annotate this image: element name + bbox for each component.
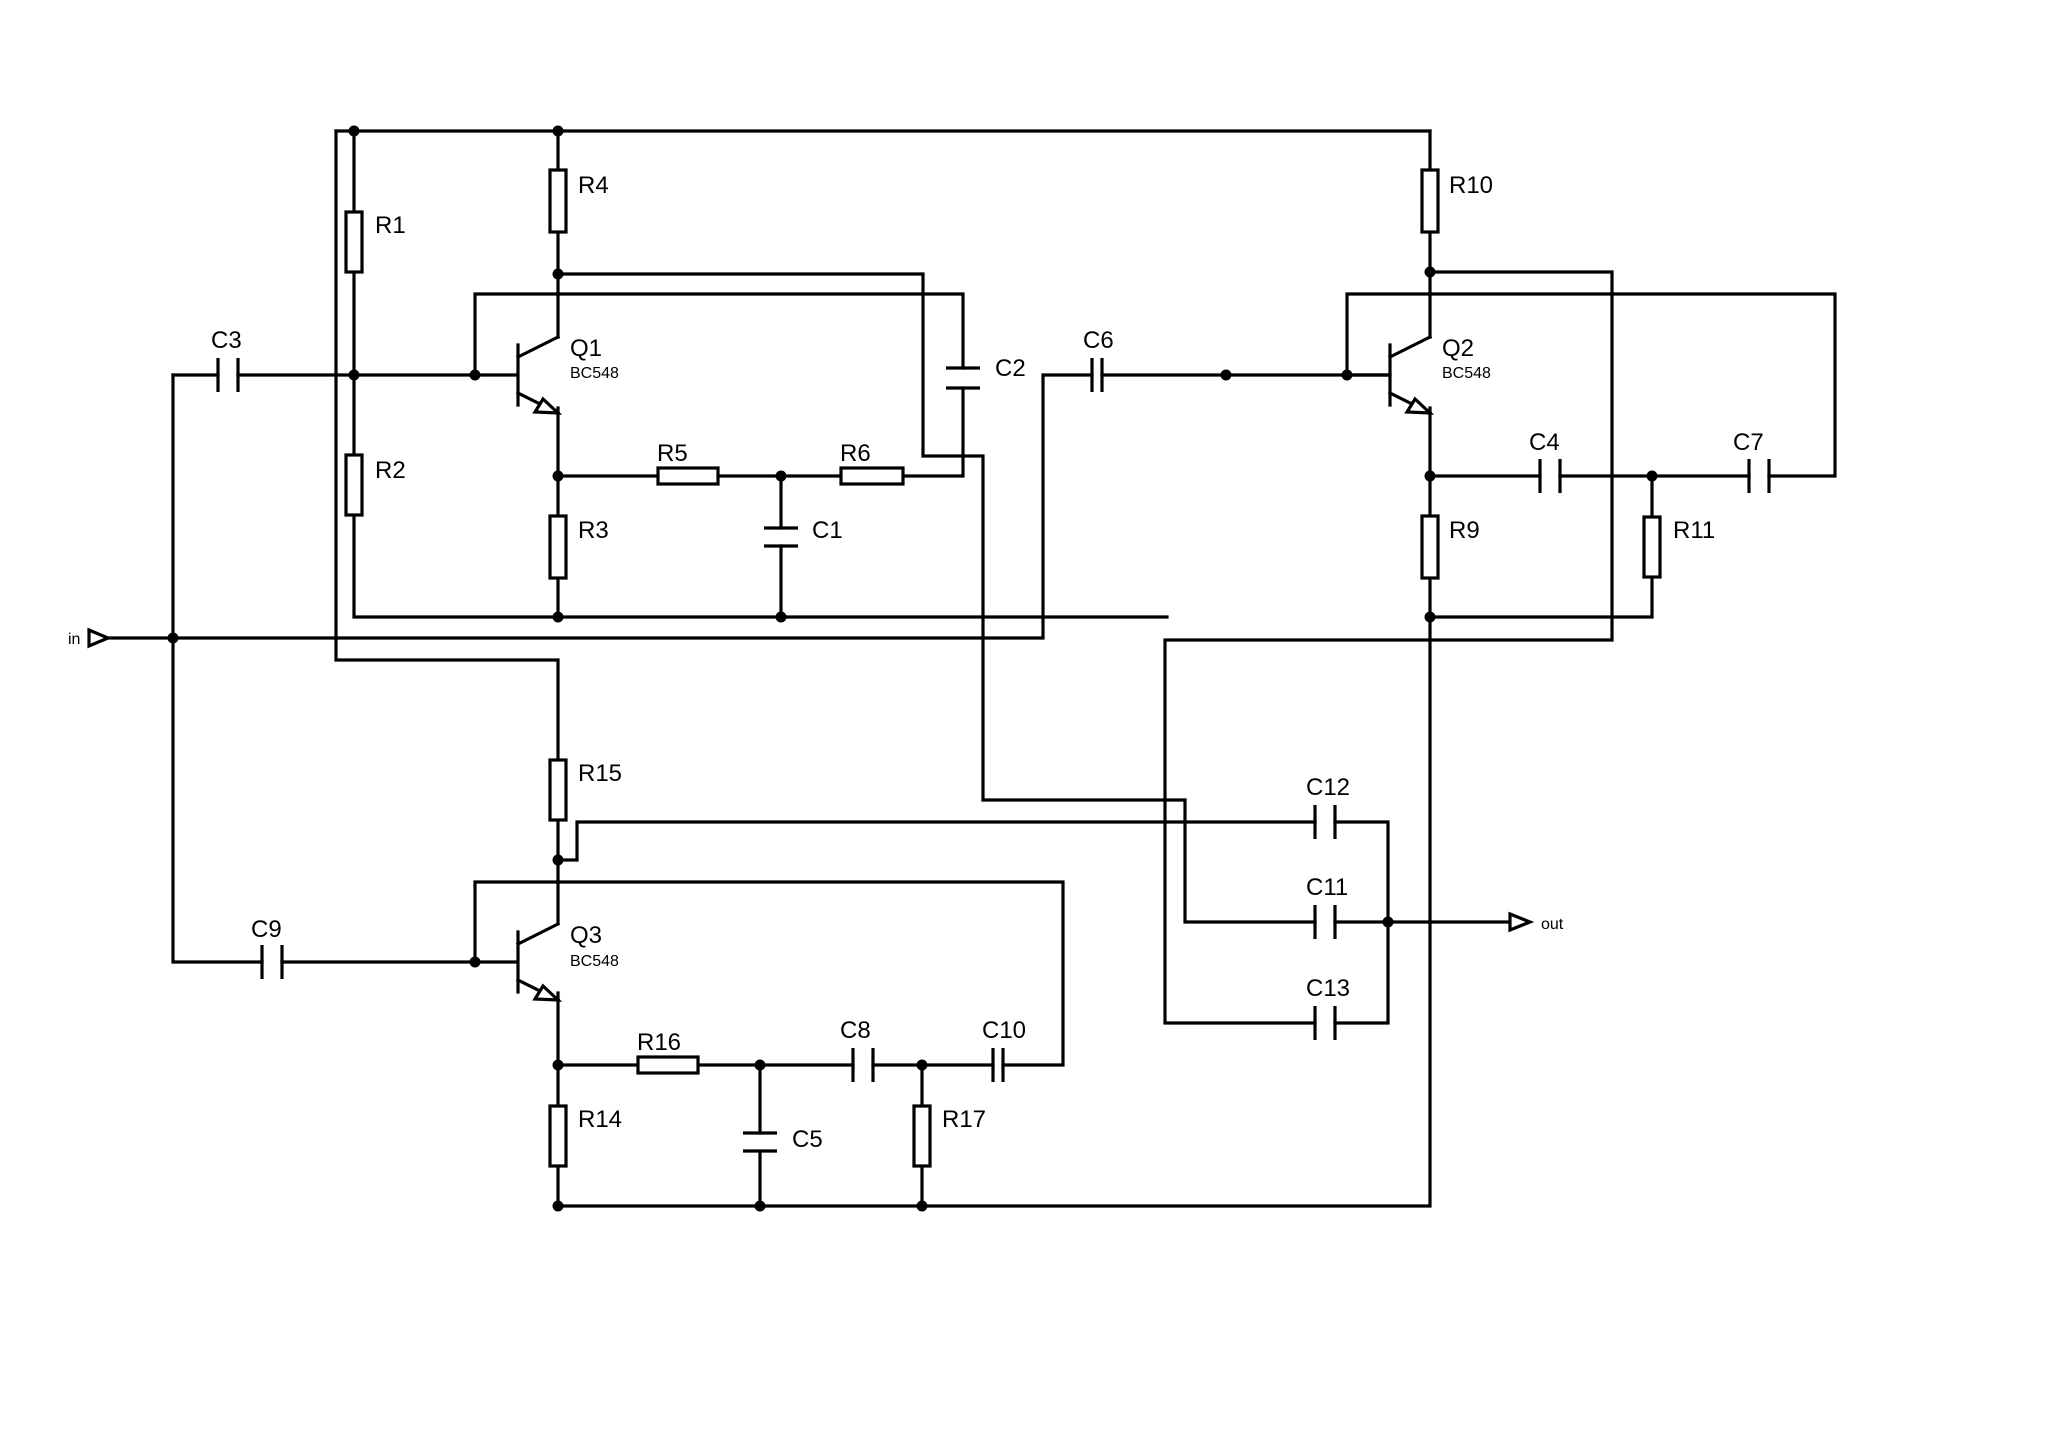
label-r3: R3 — [578, 517, 609, 544]
label-r5: R5 — [657, 440, 688, 467]
label-r17: R17 — [942, 1106, 986, 1133]
junction-dot — [552, 125, 564, 137]
junction-dot — [754, 1200, 766, 1212]
resistor-r16 — [636, 1055, 700, 1075]
resistor-r3 — [548, 514, 568, 580]
component-labels: R1 R2 R4 R3 R5 R6 R10 R9 R11 R15 R14 R16… — [68, 172, 1764, 1153]
resistor-r15 — [548, 758, 568, 822]
junction-dot — [167, 632, 179, 644]
capacitor-c2 — [946, 366, 980, 390]
label-c3: C3 — [211, 327, 242, 354]
label-r10: R10 — [1449, 172, 1493, 199]
transistor-q3 — [473, 921, 563, 1003]
wires — [99, 129, 1837, 1208]
junction-dot — [469, 956, 481, 968]
resistor-r11 — [1642, 515, 1662, 579]
junction-dot — [754, 1059, 766, 1071]
label-c1: C1 — [812, 517, 843, 544]
input-port-arrow — [87, 627, 113, 649]
capacitor-c5 — [743, 1131, 777, 1153]
capacitor-c10 — [991, 1048, 1005, 1082]
ports — [87, 627, 1535, 933]
capacitors — [216, 358, 1771, 1153]
resistor-r6 — [839, 466, 905, 486]
label-q2: Q2 — [1442, 335, 1474, 362]
transistor-q2 — [1345, 334, 1435, 416]
label-r14: R14 — [578, 1106, 622, 1133]
partnumber-q3: BC548 — [570, 953, 619, 970]
label-c2: C2 — [995, 355, 1026, 382]
label-r9: R9 — [1449, 517, 1480, 544]
label-c8: C8 — [840, 1017, 871, 1044]
junction-dot — [552, 1200, 564, 1212]
capacitor-c7 — [1747, 459, 1771, 493]
junction-dot — [552, 854, 564, 866]
transistors — [473, 334, 1435, 1003]
junction-dot — [552, 470, 564, 482]
junction-dot — [1424, 611, 1436, 623]
capacitor-c11 — [1313, 905, 1337, 939]
resistor-r2 — [344, 453, 364, 517]
junction-dot — [469, 369, 481, 381]
junction-dot — [1646, 470, 1658, 482]
junction-dot — [348, 369, 360, 381]
junction-dot — [1220, 369, 1232, 381]
label-c5: C5 — [792, 1126, 823, 1153]
resistor-r9 — [1420, 514, 1440, 580]
label-r15: R15 — [578, 760, 622, 787]
input-port-label: in — [68, 631, 80, 648]
capacitor-c3 — [216, 358, 240, 392]
junction-dot — [775, 611, 787, 623]
resistor-r14 — [548, 1104, 568, 1168]
label-c13: C13 — [1306, 975, 1350, 1002]
resistor-r1 — [344, 210, 364, 274]
junction-dot — [916, 1059, 928, 1071]
label-q3: Q3 — [570, 922, 602, 949]
partnumber-q1: BC548 — [570, 365, 619, 382]
junction-dot — [552, 268, 564, 280]
capacitor-c4 — [1538, 459, 1562, 493]
junction-dot — [775, 470, 787, 482]
label-r16: R16 — [637, 1029, 681, 1056]
junction-dot — [552, 611, 564, 623]
label-c6: C6 — [1083, 327, 1114, 354]
label-c12: C12 — [1306, 774, 1350, 801]
label-r2: R2 — [375, 457, 406, 484]
junction-dot — [1424, 470, 1436, 482]
resistor-r10 — [1420, 168, 1440, 234]
capacitor-c9 — [260, 945, 284, 979]
label-r4: R4 — [578, 172, 609, 199]
junction-dot — [1424, 266, 1436, 278]
capacitor-c1 — [764, 526, 798, 548]
junction-dot — [348, 125, 360, 137]
junctions — [167, 125, 1658, 1212]
label-c10: C10 — [982, 1017, 1026, 1044]
label-c9: C9 — [251, 916, 282, 943]
output-port-arrow — [1508, 911, 1535, 933]
label-r1: R1 — [375, 212, 406, 239]
output-port-label: out — [1541, 916, 1564, 933]
capacitor-c12 — [1313, 805, 1337, 839]
capacitor-c6 — [1090, 358, 1104, 392]
label-c11: C11 — [1306, 874, 1348, 901]
label-q1: Q1 — [570, 335, 602, 362]
resistor-r4 — [548, 168, 568, 234]
junction-dot — [1341, 369, 1353, 381]
label-c7: C7 — [1733, 429, 1764, 456]
capacitor-c8 — [851, 1048, 875, 1082]
partnumber-q2: BC548 — [1442, 365, 1491, 382]
capacitor-c13 — [1313, 1006, 1337, 1040]
junction-dot — [916, 1200, 928, 1212]
label-r11: R11 — [1673, 517, 1715, 544]
resistor-r17 — [912, 1104, 932, 1168]
resistor-r5 — [656, 466, 720, 486]
junction-dot — [1382, 916, 1394, 928]
label-r6: R6 — [840, 440, 871, 467]
resistors — [344, 168, 1662, 1168]
transistor-q1 — [473, 334, 563, 416]
junction-dot — [552, 1059, 564, 1071]
label-c4: C4 — [1529, 429, 1560, 456]
